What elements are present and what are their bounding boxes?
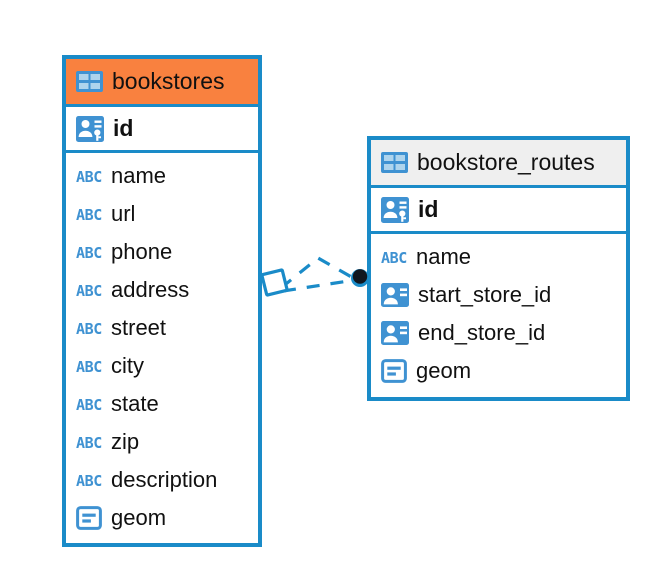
svg-text:ABC: ABC [76, 473, 102, 488]
field-row-primary-key[interactable]: id [66, 107, 258, 153]
field-label: street [111, 315, 167, 340]
field-label: geom [111, 505, 167, 530]
text-type-icon: ABC [76, 169, 102, 184]
text-type-icon: ABC [381, 250, 407, 265]
foreign-key-icon [381, 283, 409, 307]
field-label: geom [416, 358, 472, 383]
field-label: id [418, 196, 439, 222]
svg-text:ABC: ABC [76, 321, 102, 336]
field-label: zip [111, 429, 140, 454]
field-label: state [111, 391, 159, 416]
field-label: url [111, 201, 136, 226]
relationship-line-upper [279, 256, 356, 290]
geometry-type-icon [76, 506, 102, 530]
svg-text:ABC: ABC [76, 359, 102, 374]
primary-key-icon [381, 196, 409, 224]
text-type-icon: ABC [76, 245, 102, 260]
svg-text:ABC: ABC [76, 207, 102, 222]
text-type-icon: ABC [76, 283, 102, 298]
field-label: start_store_id [418, 282, 552, 307]
text-type-icon: ABC [76, 397, 102, 412]
field-row[interactable]: ABC street [66, 309, 258, 347]
field-label: name [416, 244, 472, 269]
text-type-icon: ABC [76, 321, 102, 336]
field-row[interactable]: ABC state [66, 385, 258, 423]
svg-text:ABC: ABC [76, 283, 102, 298]
field-row[interactable]: ABC name [66, 157, 258, 195]
entity-header-bookstores[interactable]: bookstores [66, 59, 258, 107]
field-row-primary-key[interactable]: id [371, 188, 626, 234]
field-label: id [113, 115, 134, 141]
svg-text:ABC: ABC [76, 435, 102, 450]
relationship-line-lower [282, 278, 356, 293]
field-label: description [111, 467, 218, 492]
primary-key-icon [76, 115, 104, 143]
field-label: phone [111, 239, 173, 264]
svg-text:ABC: ABC [76, 397, 102, 412]
text-type-icon: ABC [76, 359, 102, 374]
entity-title: bookstores [112, 68, 225, 94]
entity-title: bookstore_routes [417, 149, 595, 175]
field-row[interactable]: ABC name [371, 238, 626, 276]
field-row[interactable]: ABC phone [66, 233, 258, 271]
field-row[interactable]: geom [371, 352, 626, 390]
field-row[interactable]: ABC url [66, 195, 258, 233]
table-icon [76, 71, 103, 92]
field-row[interactable]: ABC description [66, 461, 258, 499]
field-row[interactable]: ABC zip [66, 423, 258, 461]
svg-text:ABC: ABC [76, 245, 102, 260]
field-row[interactable]: ABC city [66, 347, 258, 385]
foreign-key-icon [381, 321, 409, 345]
svg-text:ABC: ABC [381, 250, 407, 265]
field-label: city [111, 353, 144, 378]
geometry-type-icon [381, 359, 407, 383]
entity-header-bookstore-routes[interactable]: bookstore_routes [371, 140, 626, 188]
field-label: address [111, 277, 190, 302]
field-label: end_store_id [418, 320, 546, 345]
svg-text:ABC: ABC [76, 169, 102, 184]
text-type-icon: ABC [76, 435, 102, 450]
text-type-icon: ABC [76, 207, 102, 222]
diamond-marker [260, 268, 289, 297]
text-type-icon: ABC [76, 473, 102, 488]
field-label: name [111, 163, 167, 188]
field-row[interactable]: end_store_id [371, 314, 626, 352]
field-row[interactable]: start_store_id [371, 276, 626, 314]
field-row[interactable]: ABC address [66, 271, 258, 309]
table-icon [381, 152, 408, 173]
entity-bookstore-routes[interactable]: bookstore_routes id ABC name start_store_i… [367, 136, 630, 401]
field-row[interactable]: geom [66, 499, 258, 537]
